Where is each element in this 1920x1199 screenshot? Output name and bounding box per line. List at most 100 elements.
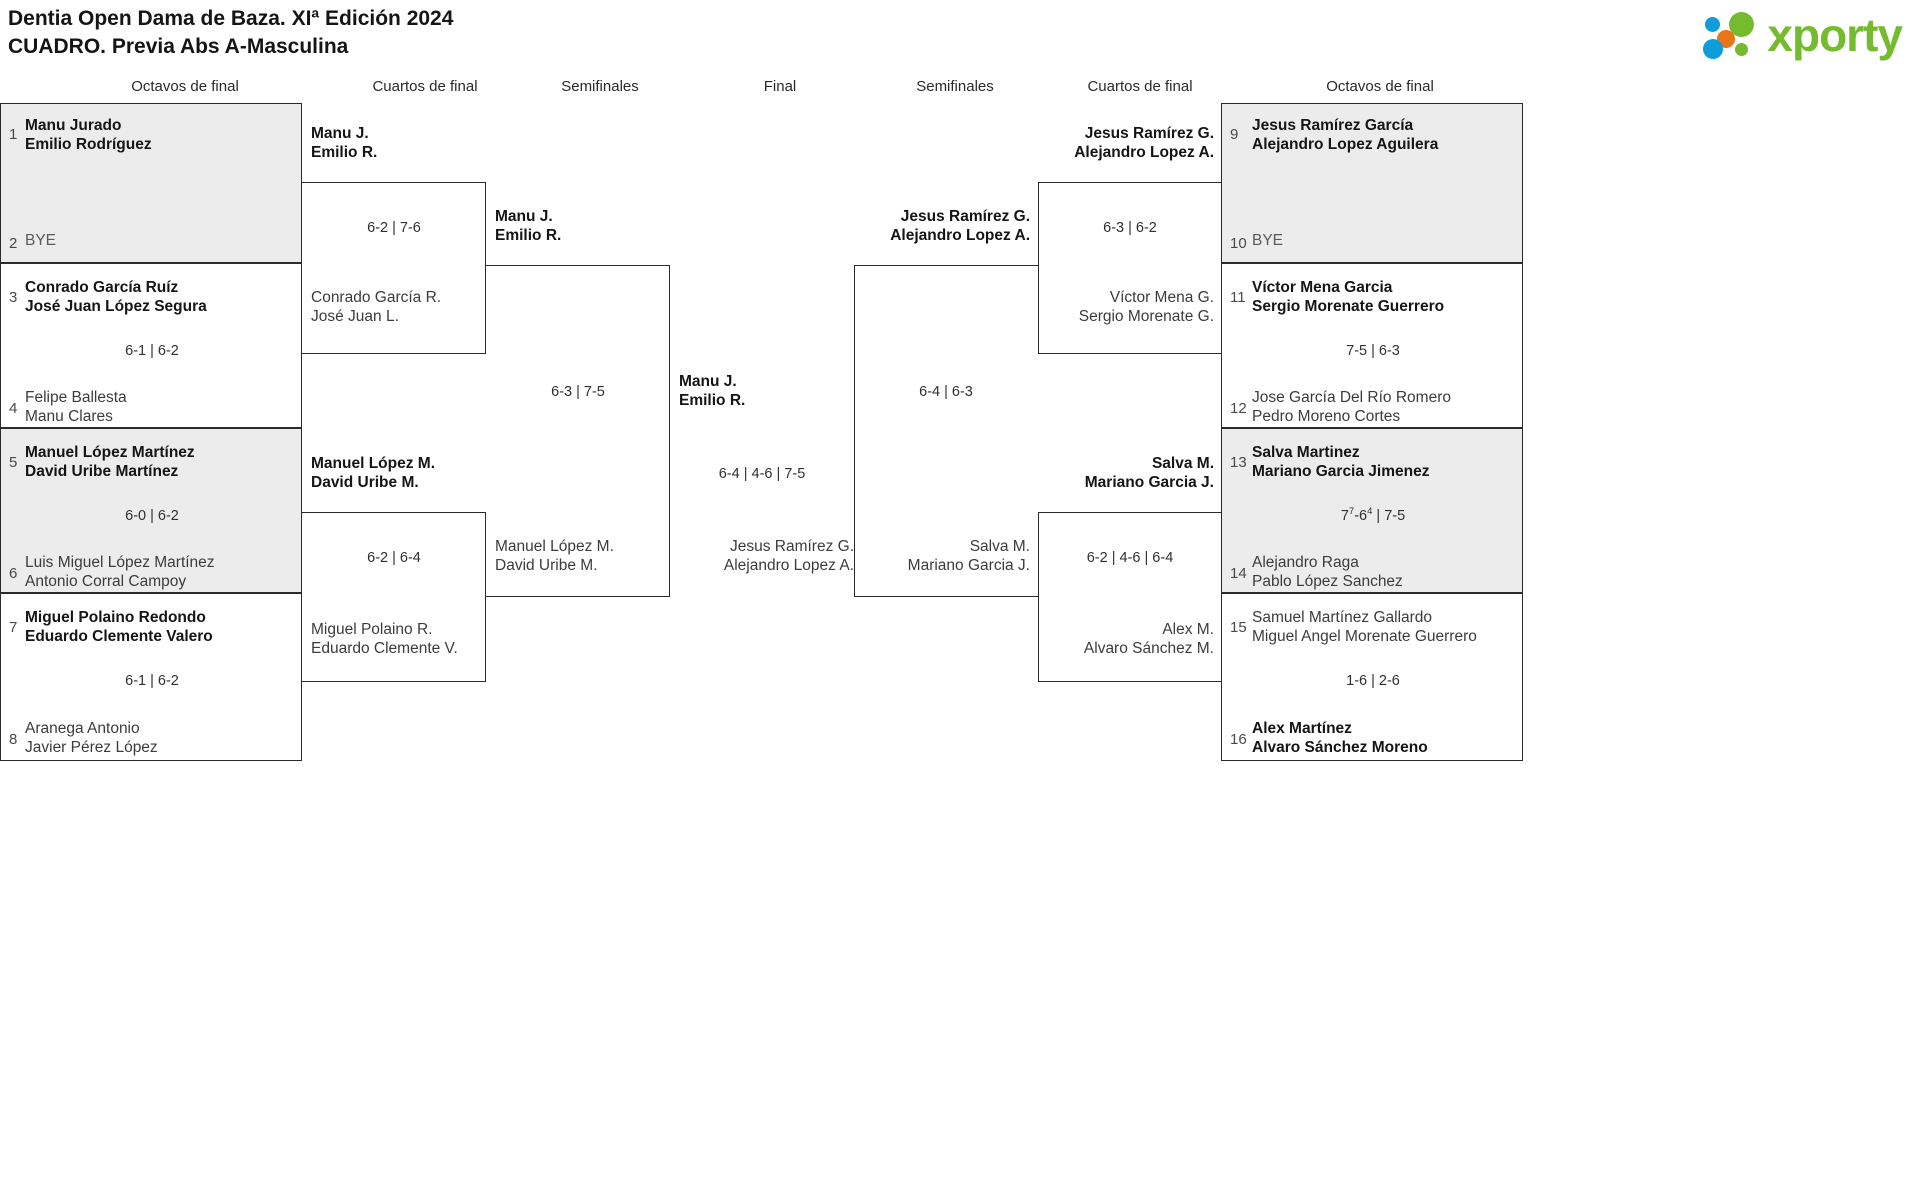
team-names-bye: BYE	[1252, 232, 1284, 249]
match-score: 6-1 | 6-2	[125, 673, 179, 689]
r2-left-winner-1: Manu J. Emilio R.	[311, 124, 377, 162]
player-line-2: Javier Pérez López	[25, 739, 158, 757]
player-line-1: Jesus Ramírez G.	[729, 538, 854, 555]
player-line-1: Salva M.	[1151, 455, 1214, 472]
r3-left-match-box[interactable]	[486, 265, 670, 597]
seed-number: 10	[1230, 235, 1247, 252]
page-title-line1: Dentia Open Dama de Baza. XIª Edición 20…	[8, 7, 454, 30]
team-names: Salva Martinez Mariano Garcia Jimenez	[1252, 443, 1429, 481]
final-winner: Manu J. Emilio R.	[679, 372, 745, 410]
player-line-2: Emilio Rodríguez	[25, 136, 152, 154]
seed-number: 8	[9, 731, 18, 748]
team-names: Miguel Polaino Redondo Eduardo Clemente …	[25, 608, 213, 646]
player-line-2: Alejandro Lopez A.	[1074, 144, 1214, 162]
round-label-octavos-left: Octavos de final	[131, 78, 239, 95]
player-line-2: Alejandro Lopez Aguilera	[1252, 136, 1439, 154]
player-line-2: Pablo López Sanchez	[1252, 573, 1403, 591]
player-line-2: Emilio R.	[679, 392, 746, 410]
seed-number: 2	[9, 235, 18, 252]
r2-left-match-1-box[interactable]	[302, 182, 486, 354]
r1-left-match-2[interactable]: 3 Conrado García Ruíz José Juan López Se…	[0, 263, 302, 428]
r2-right-match-2-box[interactable]	[1038, 512, 1222, 682]
player-line-1: Samuel Martínez Gallardo	[1252, 609, 1433, 626]
seed-number: 4	[9, 400, 18, 417]
r1-right-match-4[interactable]: 15 Samuel Martínez Gallardo Miguel Angel…	[1221, 593, 1523, 761]
player-line-2: José Juan L.	[311, 308, 399, 326]
player-line-2: Eduardo Clemente V.	[311, 640, 458, 658]
seed-number: 15	[1230, 619, 1247, 636]
team-names: Samuel Martínez Gallardo Miguel Angel Mo…	[1252, 608, 1477, 646]
r1-right-match-2[interactable]: 11 Víctor Mena Garcia Sergio Morenate Gu…	[1221, 263, 1523, 428]
seed-number: 14	[1230, 565, 1247, 582]
team-names: Manu Jurado Emilio Rodríguez	[25, 116, 152, 154]
team-names: Conrado García Ruíz José Juan López Segu…	[25, 278, 207, 316]
team-names: Jose García Del Río Romero Pedro Moreno …	[1252, 388, 1451, 426]
r2-right-score-1: 6-3 | 6-2	[1103, 220, 1157, 236]
seed-number: 1	[9, 126, 18, 143]
seed-number: 11	[1230, 289, 1246, 306]
player-line-1: Alex M.	[1162, 621, 1214, 638]
player-line-2: Mariano Garcia J.	[907, 557, 1030, 575]
r3-left-loser: Manuel López M. David Uribe M.	[495, 537, 614, 575]
r1-right-match-3[interactable]: 13 Salva Martinez Mariano Garcia Jimenez…	[1221, 428, 1523, 593]
r2-left-winner-2: Manuel López M. David Uribe M.	[311, 454, 435, 492]
player-line-1: Manu J.	[311, 125, 369, 142]
team-names: Alejandro Raga Pablo López Sanchez	[1252, 553, 1403, 591]
player-line-2: Alejandro Lopez A.	[723, 557, 854, 575]
player-line-2: Alvaro Sánchez Moreno	[1252, 739, 1428, 757]
player-line-1: Manu J.	[495, 208, 553, 225]
player-line-2: Sergio Morenate Guerrero	[1252, 298, 1445, 316]
player-line-2: Mariano Garcia J.	[1084, 474, 1214, 492]
round-label-semis-right: Semifinales	[916, 78, 994, 95]
player-line-2: David Uribe Martínez	[25, 463, 179, 481]
player-line-1: Manuel López Martínez	[25, 444, 195, 461]
player-line-2: Sergio Morenate G.	[1078, 308, 1214, 326]
r2-right-winner-2: Salva M. Mariano Garcia J.	[1022, 454, 1214, 492]
team-names: Aranega Antonio Javier Pérez López	[25, 719, 158, 757]
seed-number: 12	[1230, 400, 1247, 417]
team-names: Alex Martínez Alvaro Sánchez Moreno	[1252, 719, 1428, 757]
team-names: Manuel López Martínez David Uribe Martín…	[25, 443, 195, 481]
player-line-1: Aranega Antonio	[25, 720, 140, 737]
logo-dots-icon	[1703, 10, 1761, 60]
match-score-tiebreak: 77-64 | 7-5	[1340, 506, 1406, 524]
player-line-1: Alejandro Raga	[1252, 554, 1359, 571]
r2-right-match-1-box[interactable]	[1038, 182, 1222, 354]
player-line-2: David Uribe M.	[495, 557, 598, 575]
r1-right-match-1[interactable]: 9 Jesus Ramírez García Alejandro Lopez A…	[1221, 103, 1523, 263]
team-names: Víctor Mena Garcia Sergio Morenate Guerr…	[1252, 278, 1444, 316]
r2-right-score-2: 6-2 | 4-6 | 6-4	[1086, 550, 1174, 566]
player-line-1: Jesus Ramírez G.	[900, 208, 1030, 225]
match-score: 1-6 | 2-6	[1346, 673, 1400, 689]
seed-number: 13	[1230, 454, 1247, 471]
player-line-1: Manu J.	[679, 373, 737, 390]
round-label-final: Final	[763, 78, 797, 95]
title-block: Dentia Open Dama de Baza. XIª Edición 20…	[8, 5, 453, 61]
r1-left-match-3[interactable]: 5 Manuel López Martínez David Uribe Mart…	[0, 428, 302, 593]
player-line-2: Alvaro Sánchez M.	[1083, 640, 1214, 658]
r1-left-match-4[interactable]: 7 Miguel Polaino Redondo Eduardo Clement…	[0, 593, 302, 761]
r1-left-match-1[interactable]: 1 Manu Jurado Emilio Rodríguez 2 BYE	[0, 103, 302, 263]
player-line-2: Mariano Garcia Jimenez	[1252, 463, 1430, 481]
round-label-semis-left: Semifinales	[561, 78, 639, 95]
r3-right-match-box[interactable]	[854, 265, 1038, 597]
r2-right-loser-1: Víctor Mena G. Sergio Morenate G.	[1022, 288, 1214, 326]
r3-right-winner: Jesus Ramírez G. Alejandro Lopez A.	[838, 207, 1030, 245]
round-label-octavos-right: Octavos de final	[1326, 78, 1434, 95]
r2-left-match-2-box[interactable]	[302, 512, 486, 682]
player-line-2: Eduardo Clemente Valero	[25, 628, 213, 646]
player-line-1: Luis Miguel López Martínez	[25, 554, 215, 571]
page-title-line2: CUADRO. Previa Abs A-Masculina	[8, 34, 349, 58]
page-header: Dentia Open Dama de Baza. XIª Edición 20…	[0, 0, 1920, 74]
player-line-2: Alejandro Lopez A.	[890, 227, 1030, 245]
r2-left-score-2: 6-2 | 6-4	[367, 550, 421, 566]
r2-left-loser-2: Miguel Polaino R. Eduardo Clemente V.	[311, 620, 458, 658]
match-score: 7-5 | 6-3	[1346, 343, 1400, 359]
r2-left-loser-1: Conrado García R. José Juan L.	[311, 288, 441, 326]
r3-left-score: 6-3 | 7-5	[551, 384, 605, 400]
player-line-2: Miguel Angel Morenate Guerrero	[1252, 628, 1477, 646]
player-line-1: Conrado García R.	[311, 289, 442, 306]
player-line-1: Alex Martínez	[1252, 720, 1352, 737]
player-line-1: Jesus Ramírez García	[1252, 117, 1414, 134]
player-line-2: Antonio Corral Campoy	[25, 573, 187, 591]
